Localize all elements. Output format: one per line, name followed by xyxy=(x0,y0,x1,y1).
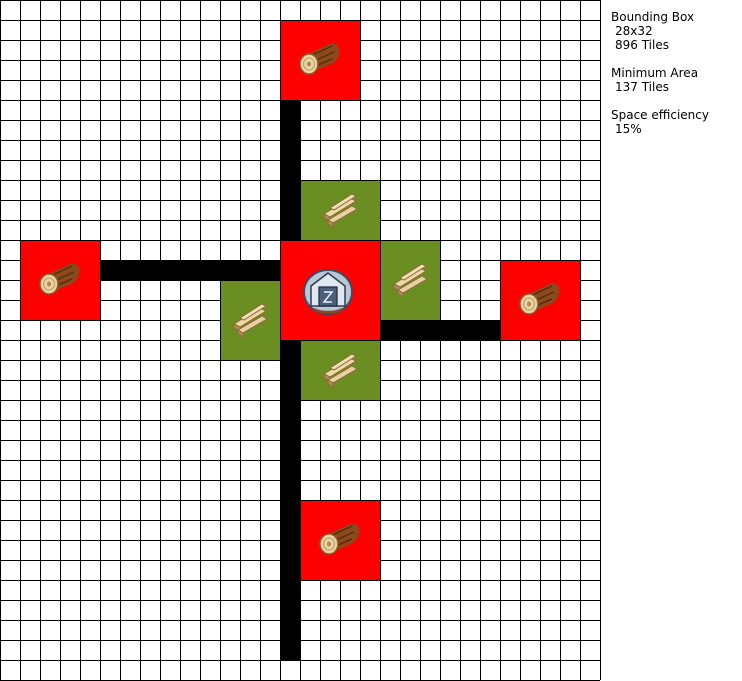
layout-stats-panel: Bounding Box 28x32 896 Tiles Minimum Are… xyxy=(611,10,739,150)
space-efficiency-stat: Space efficiency 15% xyxy=(611,108,739,136)
plank-tile-north[interactable] xyxy=(301,181,380,240)
bounding-box-size: 28x32 xyxy=(615,24,653,38)
warehouse-icon xyxy=(302,268,354,316)
plank-tile-west[interactable] xyxy=(221,281,280,360)
log-tile-east[interactable] xyxy=(501,261,580,340)
tile-grid-board[interactable] xyxy=(0,0,601,681)
space-efficiency-label: Space efficiency xyxy=(611,108,709,122)
bounding-box-stat: Bounding Box 28x32 896 Tiles xyxy=(611,10,739,52)
log-tile-north[interactable] xyxy=(281,21,360,100)
plank-tile-south[interactable] xyxy=(301,341,380,400)
road-segment-west xyxy=(100,261,280,280)
minimum-area-stat: Minimum Area 137 Tiles xyxy=(611,66,739,94)
plank-tile-east[interactable] xyxy=(381,241,440,320)
road-segment-south xyxy=(281,340,300,660)
grid-lines xyxy=(0,0,601,681)
road-network xyxy=(100,100,500,660)
bounding-box-label: Bounding Box xyxy=(611,10,695,24)
minimum-area-tiles: 137 Tiles xyxy=(615,80,669,94)
log-tile-south[interactable] xyxy=(301,501,380,580)
warehouse-tile[interactable] xyxy=(281,241,380,340)
log-tile-west[interactable] xyxy=(21,241,100,320)
bounding-box-tiles: 896 Tiles xyxy=(615,38,669,52)
minimum-area-label: Minimum Area xyxy=(611,66,699,80)
space-efficiency-value: 15% xyxy=(615,122,642,136)
road-segment-east xyxy=(380,321,500,340)
building-tiles xyxy=(21,21,580,580)
road-segment-north xyxy=(281,100,300,240)
